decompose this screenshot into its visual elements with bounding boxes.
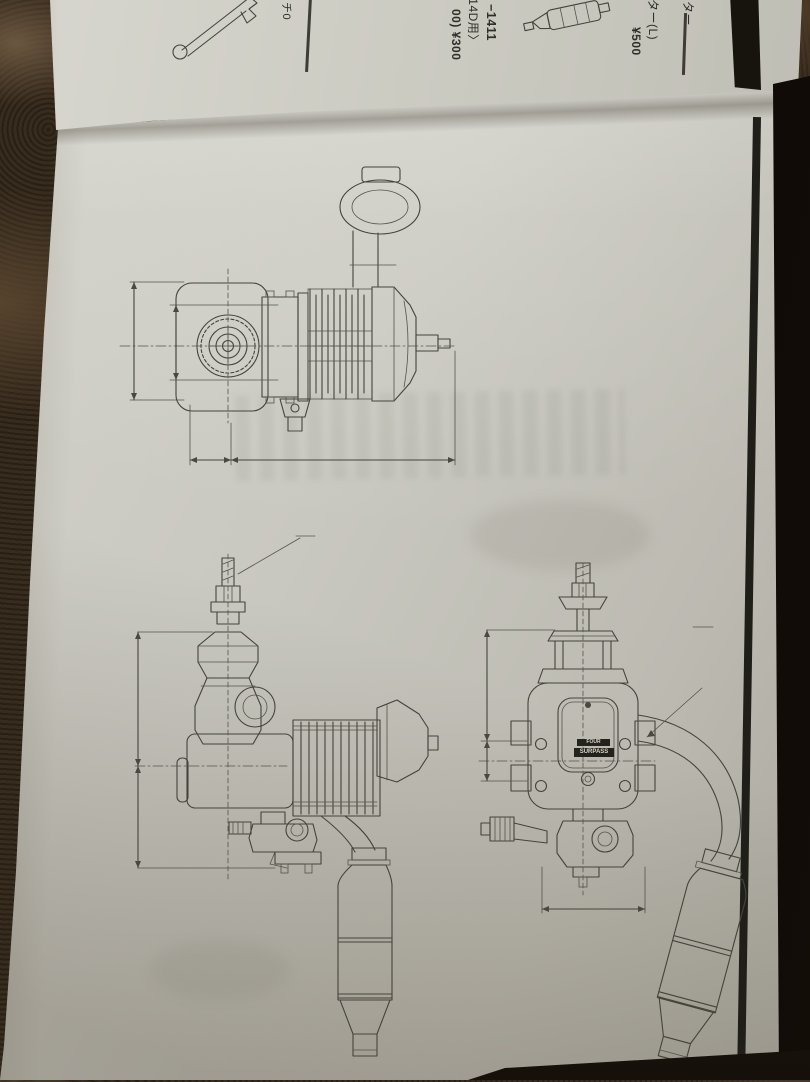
badge-surpass: SURPASS	[574, 748, 614, 757]
side-view-drawing	[134, 535, 439, 1057]
rear-view-drawing	[478, 562, 747, 1064]
paper-stain	[470, 500, 650, 570]
badge-four: FOUR	[577, 739, 610, 746]
paper-stain	[150, 940, 290, 1000]
top-view-drawing	[119, 166, 456, 466]
